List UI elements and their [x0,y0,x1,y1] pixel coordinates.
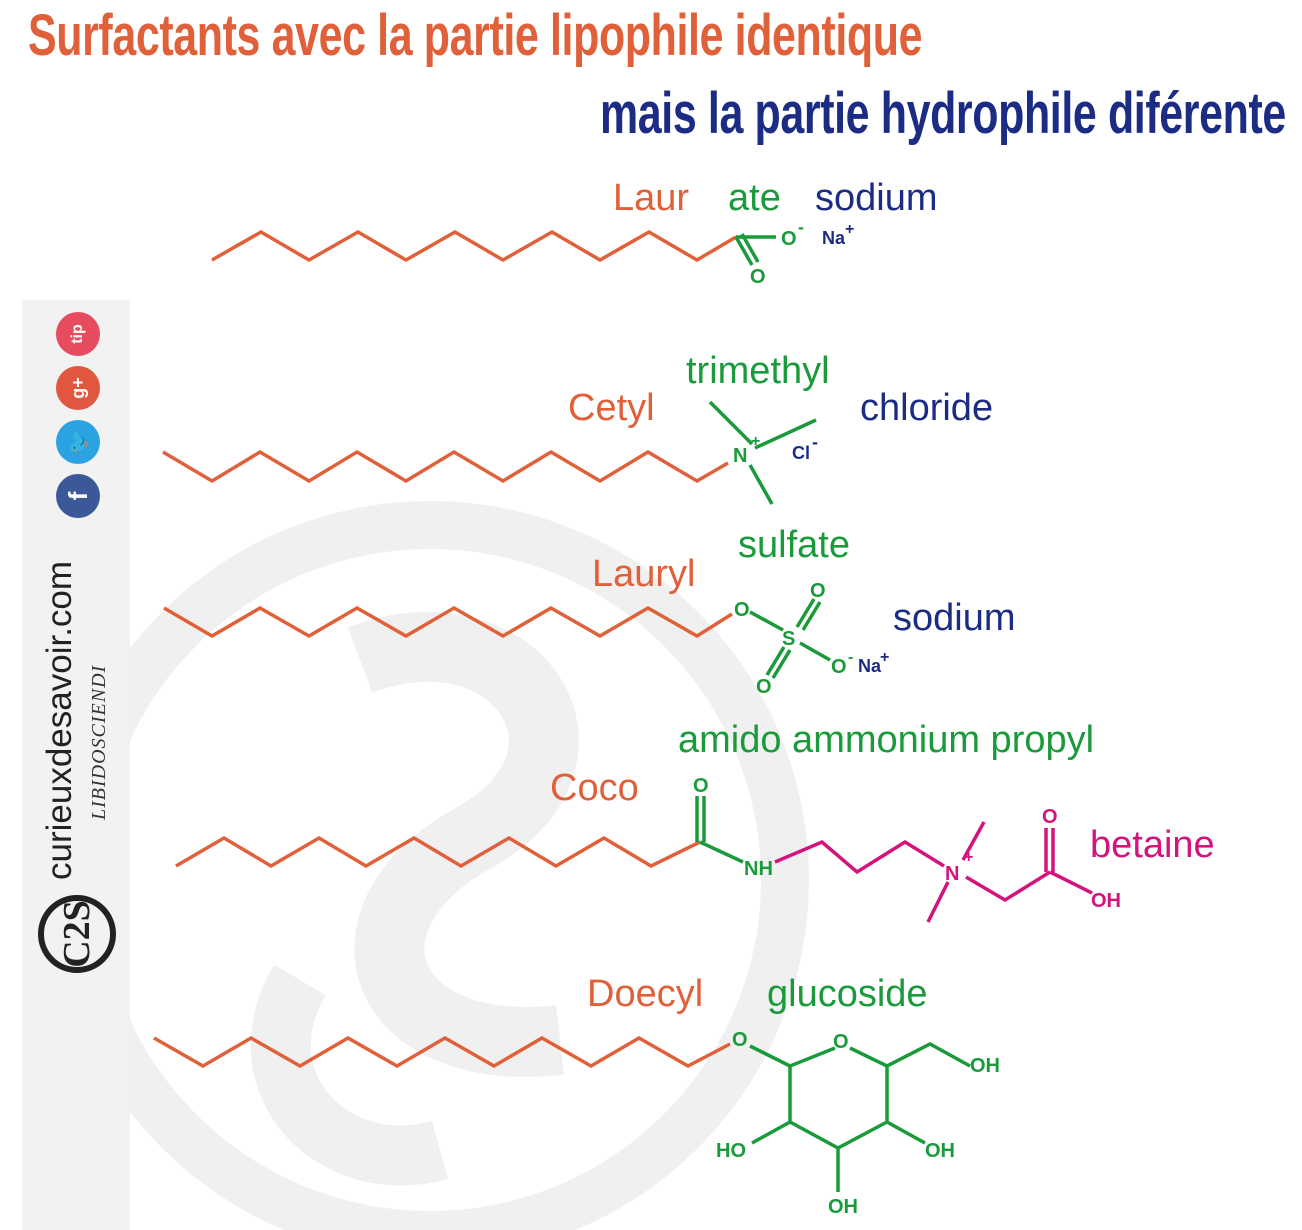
svg-text:+: + [880,649,889,666]
svg-text:+: + [845,221,854,238]
molecule-laurate: Laur ate sodium O - O Na + [211,177,938,288]
hydroxyl: OH [1091,890,1121,912]
sodium-cation: Na [822,228,846,248]
hydro-label: sulfate [738,524,850,566]
lipo-label: Laur [613,177,689,219]
ion-label: betaine [1090,824,1215,866]
molecule-cocobetaine: Coco amido ammonium propyl betaine O NH … [175,719,1215,923]
oxygen-bottom: O [756,676,772,698]
lipo-label: Coco [550,767,639,809]
sodium-cation: Na [858,656,882,676]
oxygen-ring: O [833,1031,849,1053]
svg-text:+: + [964,849,973,866]
ion-label: sodium [815,177,938,219]
ion-label: chloride [860,387,993,429]
sulfur: S [782,628,795,650]
hydro-label: amido ammonium propyl [678,719,1094,761]
lipo-label: Cetyl [568,387,655,429]
hydro-label: glucoside [767,973,928,1015]
alkyl-chain [162,449,729,484]
ammonium-nitrogen: N [945,863,959,885]
lipo-label: Lauryl [592,553,696,595]
glucose-ring [788,1046,889,1150]
oxygen-acid: O [1042,806,1058,828]
title-line-1: Surfactants avec la partie lipophile ide… [28,3,923,68]
alkyl-chain [211,229,737,263]
alkyl-chain [163,605,733,639]
molecule-cetyltrimethyl: Cetyl trimethyl chloride N + Cl - [162,350,993,505]
svg-text:-: - [798,217,804,237]
oxygen-link: O [734,599,750,621]
oxygen-anion: O [781,228,797,250]
hydro-label: ate [728,177,781,219]
hydro-label: trimethyl [686,350,830,392]
oxygen-link: O [732,1029,748,1051]
molecule-glucoside: Doecyl glucoside O O OH HO OH OH [153,973,1000,1218]
svg-text:+: + [751,433,760,450]
ion-label: sodium [893,597,1016,639]
amide-nh: NH [744,858,773,880]
oxygen-amide: O [693,775,709,797]
hydroxyl-bottom: OH [828,1196,858,1218]
alkyl-chain [153,1035,731,1069]
chloride-anion: Cl [792,443,810,463]
svg-text:-: - [848,649,853,666]
molecule-laurylsulfate: Lauryl sulfate sodium O S O O O - Na + [163,524,1016,698]
title-line-2: mais la partie hydrophile diférente [600,81,1286,146]
svg-text:-: - [812,432,818,452]
ammonium-nitrogen: N [733,445,747,467]
alkyl-chain [175,835,701,869]
hydroxyl-bottom-right: OH [925,1140,955,1162]
oxygen-top: O [810,580,826,602]
oxygen-anion: O [831,656,847,678]
lipo-label: Doecyl [587,973,703,1015]
hydroxyl-right: OH [970,1055,1000,1077]
hydroxyl-left: HO [716,1140,746,1162]
oxygen-carbonyl: O [750,266,766,288]
